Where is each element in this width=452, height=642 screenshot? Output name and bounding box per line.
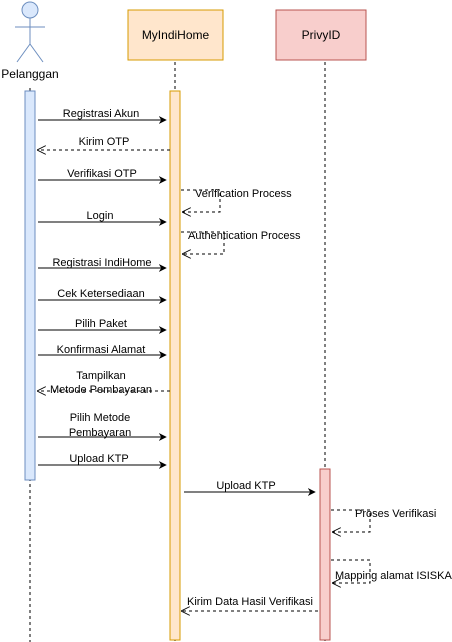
msg-label: Metode Pembayaran (50, 384, 152, 396)
msg-mapping-alamat[interactable]: Mapping alamat ISISKA (331, 559, 452, 583)
msg-label: Mapping alamat ISISKA (335, 570, 452, 582)
msg-registrasi-akun[interactable]: Registrasi Akun (38, 108, 167, 124)
actor-icon (15, 1, 45, 63)
msg-login[interactable]: Login (38, 210, 167, 226)
msg-label: Authentication Process (188, 230, 301, 242)
msg-verification-process[interactable]: Verification Process (181, 188, 292, 212)
msg-label: Upload KTP (69, 453, 128, 465)
privyid-participant-label: PrivyID (302, 28, 341, 42)
actor-activation-bar (24, 90, 36, 481)
msg-pilih-paket[interactable]: Pilih Paket (38, 318, 167, 334)
msg-kirim-data-hasil[interactable]: Kirim Data Hasil Verifikasi (182, 596, 318, 611)
msg-registrasi-indihome[interactable]: Registrasi IndiHome (38, 257, 167, 272)
msg-upload-ktp-2[interactable]: Upload KTP (184, 480, 316, 496)
msg-label: Verification Process (195, 188, 292, 200)
msg-label: Cek Ketersediaan (57, 288, 144, 300)
privyid-participant-box[interactable] (275, 9, 367, 61)
myindihome-participant-label: MyIndiHome (142, 28, 210, 42)
msg-label: Kirim Data Hasil Verifikasi (187, 596, 313, 608)
msg-label: Registrasi Akun (63, 108, 139, 120)
msg-cek-ketersediaan[interactable]: Cek Ketersediaan (38, 288, 167, 304)
msg-verifikasi-otp[interactable]: Verifikasi OTP (38, 168, 167, 184)
msg-label: Pilih Metode (70, 412, 131, 424)
msg-label: Pilih Paket (75, 318, 127, 330)
msg-upload-ktp-1[interactable]: Upload KTP (38, 453, 167, 469)
myindihome-participant-box[interactable] (127, 9, 224, 61)
msg-tampilkan-metode[interactable]: Tampilkan Metode Pembayaran (38, 370, 170, 396)
msg-label: Tampilkan (76, 370, 126, 382)
msg-konfirmasi-alamat[interactable]: Konfirmasi Alamat (38, 344, 167, 359)
msg-pilih-metode[interactable]: Pilih Metode Pembayaran (38, 412, 167, 441)
msg-label: Konfirmasi Alamat (57, 344, 146, 356)
msg-label: Pembayaran (69, 427, 131, 439)
msg-label: Upload KTP (216, 480, 275, 492)
myindihome-activation-bar (169, 90, 181, 641)
msg-proses-verifikasi[interactable]: Proses Verifikasi (331, 508, 436, 532)
actor-label: Pelanggan (1, 67, 58, 81)
msg-label: Verifikasi OTP (67, 168, 137, 180)
msg-label: Proses Verifikasi (355, 508, 436, 520)
privyid-activation-bar (319, 468, 331, 641)
msg-authentication-process[interactable]: Authentication Process (181, 230, 301, 254)
msg-kirim-otp[interactable]: Kirim OTP (38, 136, 170, 150)
msg-label: Login (87, 210, 114, 222)
msg-label: Registrasi IndiHome (52, 257, 151, 269)
msg-label: Kirim OTP (79, 136, 130, 148)
